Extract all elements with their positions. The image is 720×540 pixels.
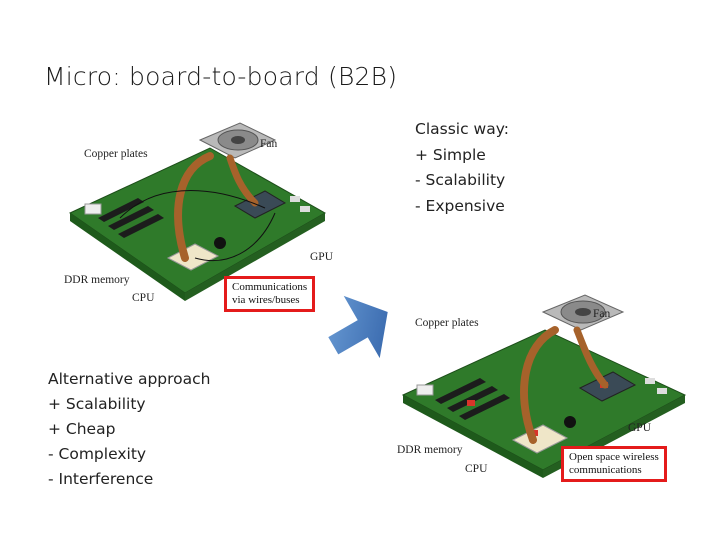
callout-wireless-line-1: Open space wireless (569, 451, 659, 463)
label-copper-plates: Copper plates (84, 148, 148, 160)
alternative-item: - Complexity (48, 445, 147, 463)
slide-title: Micro: board-to-board (B2B) (44, 62, 398, 91)
board-illustration-wireless (401, 294, 687, 478)
alternative-approach-list: Alternative approach + Scalability + Che… (48, 367, 211, 492)
callout-wireless-communications: Open space wireless communications (561, 446, 667, 482)
label-cpu: CPU (465, 463, 488, 475)
label-ddr-memory: DDR memory (64, 274, 130, 286)
label-copper-plates: Copper plates (415, 317, 479, 329)
label-cpu: CPU (132, 292, 155, 304)
label-fan: Fan (260, 138, 278, 150)
board-illustration (68, 122, 327, 301)
board-diagram-wired: Copper plates Fan GPU DDR memory CPU (60, 118, 334, 318)
classic-item: - Expensive (415, 196, 505, 215)
label-fan: Fan (593, 308, 611, 320)
label-gpu: GPU (628, 422, 652, 434)
label-gpu: GPU (310, 251, 334, 263)
label-ddr-memory: DDR memory (397, 444, 463, 456)
classic-item: + Simple (415, 145, 486, 164)
alternative-item: - Interference (48, 470, 154, 488)
callout-wireless-line-2: communications (569, 464, 642, 476)
transition-arrow-icon (328, 295, 388, 359)
alternative-item: + Scalability (48, 395, 146, 413)
classic-way-list: Classic way: + Simple - Scalability - Ex… (415, 117, 509, 219)
callout-wired-line-1: Communications (232, 281, 308, 293)
alternative-item: + Cheap (48, 420, 116, 438)
callout-wired-line-2: via wires/buses (232, 294, 300, 306)
classic-heading: Classic way: (415, 120, 509, 138)
board-diagram-wireless: Copper plates Fan GPU DDR memory CPU (395, 290, 695, 495)
classic-item: - Scalability (415, 171, 506, 189)
alternative-heading: Alternative approach (48, 370, 211, 388)
callout-wired-communications: Communications via wires/buses (224, 276, 316, 312)
